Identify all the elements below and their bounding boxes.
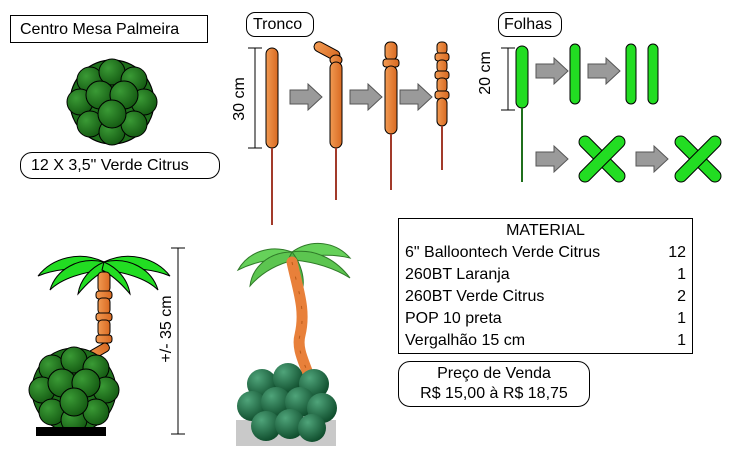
- material-qty: 12: [668, 244, 686, 261]
- folhas-cross-2: [674, 135, 722, 183]
- page-title: Centro Mesa Palmeira: [20, 21, 180, 38]
- material-name: POP 10 preta: [405, 310, 502, 327]
- tronco-step-2: [313, 41, 343, 200]
- arrow-right-icon: [535, 57, 569, 85]
- folhas-tag: Folhas: [498, 12, 562, 37]
- material-qty: 1: [677, 266, 686, 283]
- tronco-step-3: [382, 41, 400, 190]
- folhas-dimension: [501, 47, 515, 111]
- palm-tree-photo: [236, 230, 352, 446]
- arrow-right-icon: [289, 83, 323, 111]
- folhas-step-3: [625, 43, 659, 105]
- arrow-right-icon: [399, 83, 433, 111]
- tronco-dimension: [248, 47, 262, 149]
- material-name: 6" Balloontech Verde Citrus: [405, 244, 601, 261]
- tronco-step-1: [265, 47, 279, 225]
- palm-tree-diagram: [28, 255, 171, 436]
- title-box: Centro Mesa Palmeira: [10, 15, 208, 43]
- folhas-cross-1: [578, 135, 626, 183]
- material-name: 260BT Verde Citrus: [405, 288, 545, 305]
- tronco-step-4: [434, 41, 450, 170]
- material-table: MATERIAL 6" Balloontech Verde Citrus 12 …: [398, 218, 693, 354]
- arrow-right-icon: [535, 145, 569, 173]
- folhas-step-1: [515, 45, 529, 182]
- material-qty: 2: [677, 288, 686, 305]
- price-box: Preço de Venda R$ 15,00 à R$ 18,75: [398, 361, 590, 407]
- tronco-label: Tronco: [253, 16, 303, 33]
- balloon-cluster-top: [66, 58, 158, 146]
- tronco-tag: Tronco: [246, 12, 314, 37]
- material-name: 260BT Laranja: [405, 266, 510, 283]
- material-row: 6" Balloontech Verde Citrus 12: [405, 244, 686, 264]
- arrow-right-icon: [635, 145, 669, 173]
- arrow-right-icon: [587, 57, 621, 85]
- folhas-label: Folhas: [504, 16, 553, 33]
- arrow-right-icon: [349, 83, 383, 111]
- material-row: 260BT Laranja 1: [405, 266, 686, 286]
- price-label: Preço de Venda: [437, 365, 551, 382]
- material-row: Vergalhão 15 cm 1: [405, 332, 686, 352]
- total-height-dimension: [171, 247, 185, 435]
- balloon-count-box: 12 X 3,5" Verde Citrus: [20, 152, 220, 179]
- material-row: 260BT Verde Citrus 2: [405, 288, 686, 308]
- material-qty: 1: [677, 310, 686, 327]
- price-value: R$ 15,00 à R$ 18,75: [420, 385, 568, 402]
- balloon-count-label: 12 X 3,5" Verde Citrus: [31, 157, 189, 174]
- folhas-step-2: [569, 43, 581, 105]
- material-qty: 1: [677, 332, 686, 349]
- material-name: Vergalhão 15 cm: [405, 332, 526, 349]
- material-header: MATERIAL: [506, 222, 585, 239]
- material-row: POP 10 preta 1: [405, 310, 686, 330]
